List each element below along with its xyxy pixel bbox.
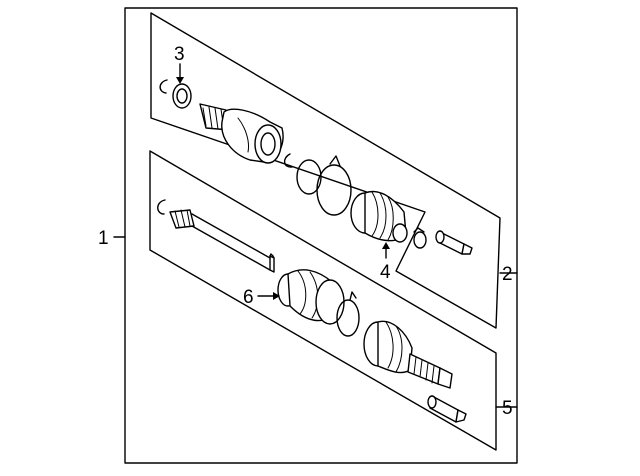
callout-5: 5 — [502, 398, 513, 419]
seal-ring — [172, 83, 192, 109]
callout-6: 6 — [243, 287, 254, 308]
outer-boot — [350, 190, 408, 243]
upper-kit-panel — [150, 12, 501, 329]
retaining-clip — [283, 153, 293, 168]
boot-clamp-lower — [336, 291, 360, 337]
assembly-frame — [124, 7, 518, 464]
arrow-4 — [382, 242, 390, 259]
snap-ring-clip — [159, 79, 168, 94]
grease-tube-upper — [435, 230, 473, 255]
boot-band-tab — [269, 253, 275, 273]
lower-shaft-panel — [149, 150, 497, 451]
callout-3: 3 — [174, 44, 185, 65]
grease-tube-lower — [427, 395, 467, 423]
outer-housing — [221, 108, 284, 164]
shaft-circlip — [157, 199, 166, 215]
boot-clamp-small — [413, 227, 427, 249]
arrow-3 — [176, 63, 184, 84]
inner-boot — [277, 269, 345, 325]
callout-4: 4 — [380, 262, 391, 283]
boot-clamp-large — [296, 155, 352, 216]
callout-1: 1 — [98, 228, 109, 249]
axle-shaft — [191, 213, 271, 271]
inner-spline-end — [169, 209, 195, 229]
outer-cv-joint — [363, 320, 413, 374]
outer-spline-stub — [407, 353, 453, 389]
arrow-6 — [257, 292, 280, 300]
callout-2: 2 — [502, 264, 513, 285]
